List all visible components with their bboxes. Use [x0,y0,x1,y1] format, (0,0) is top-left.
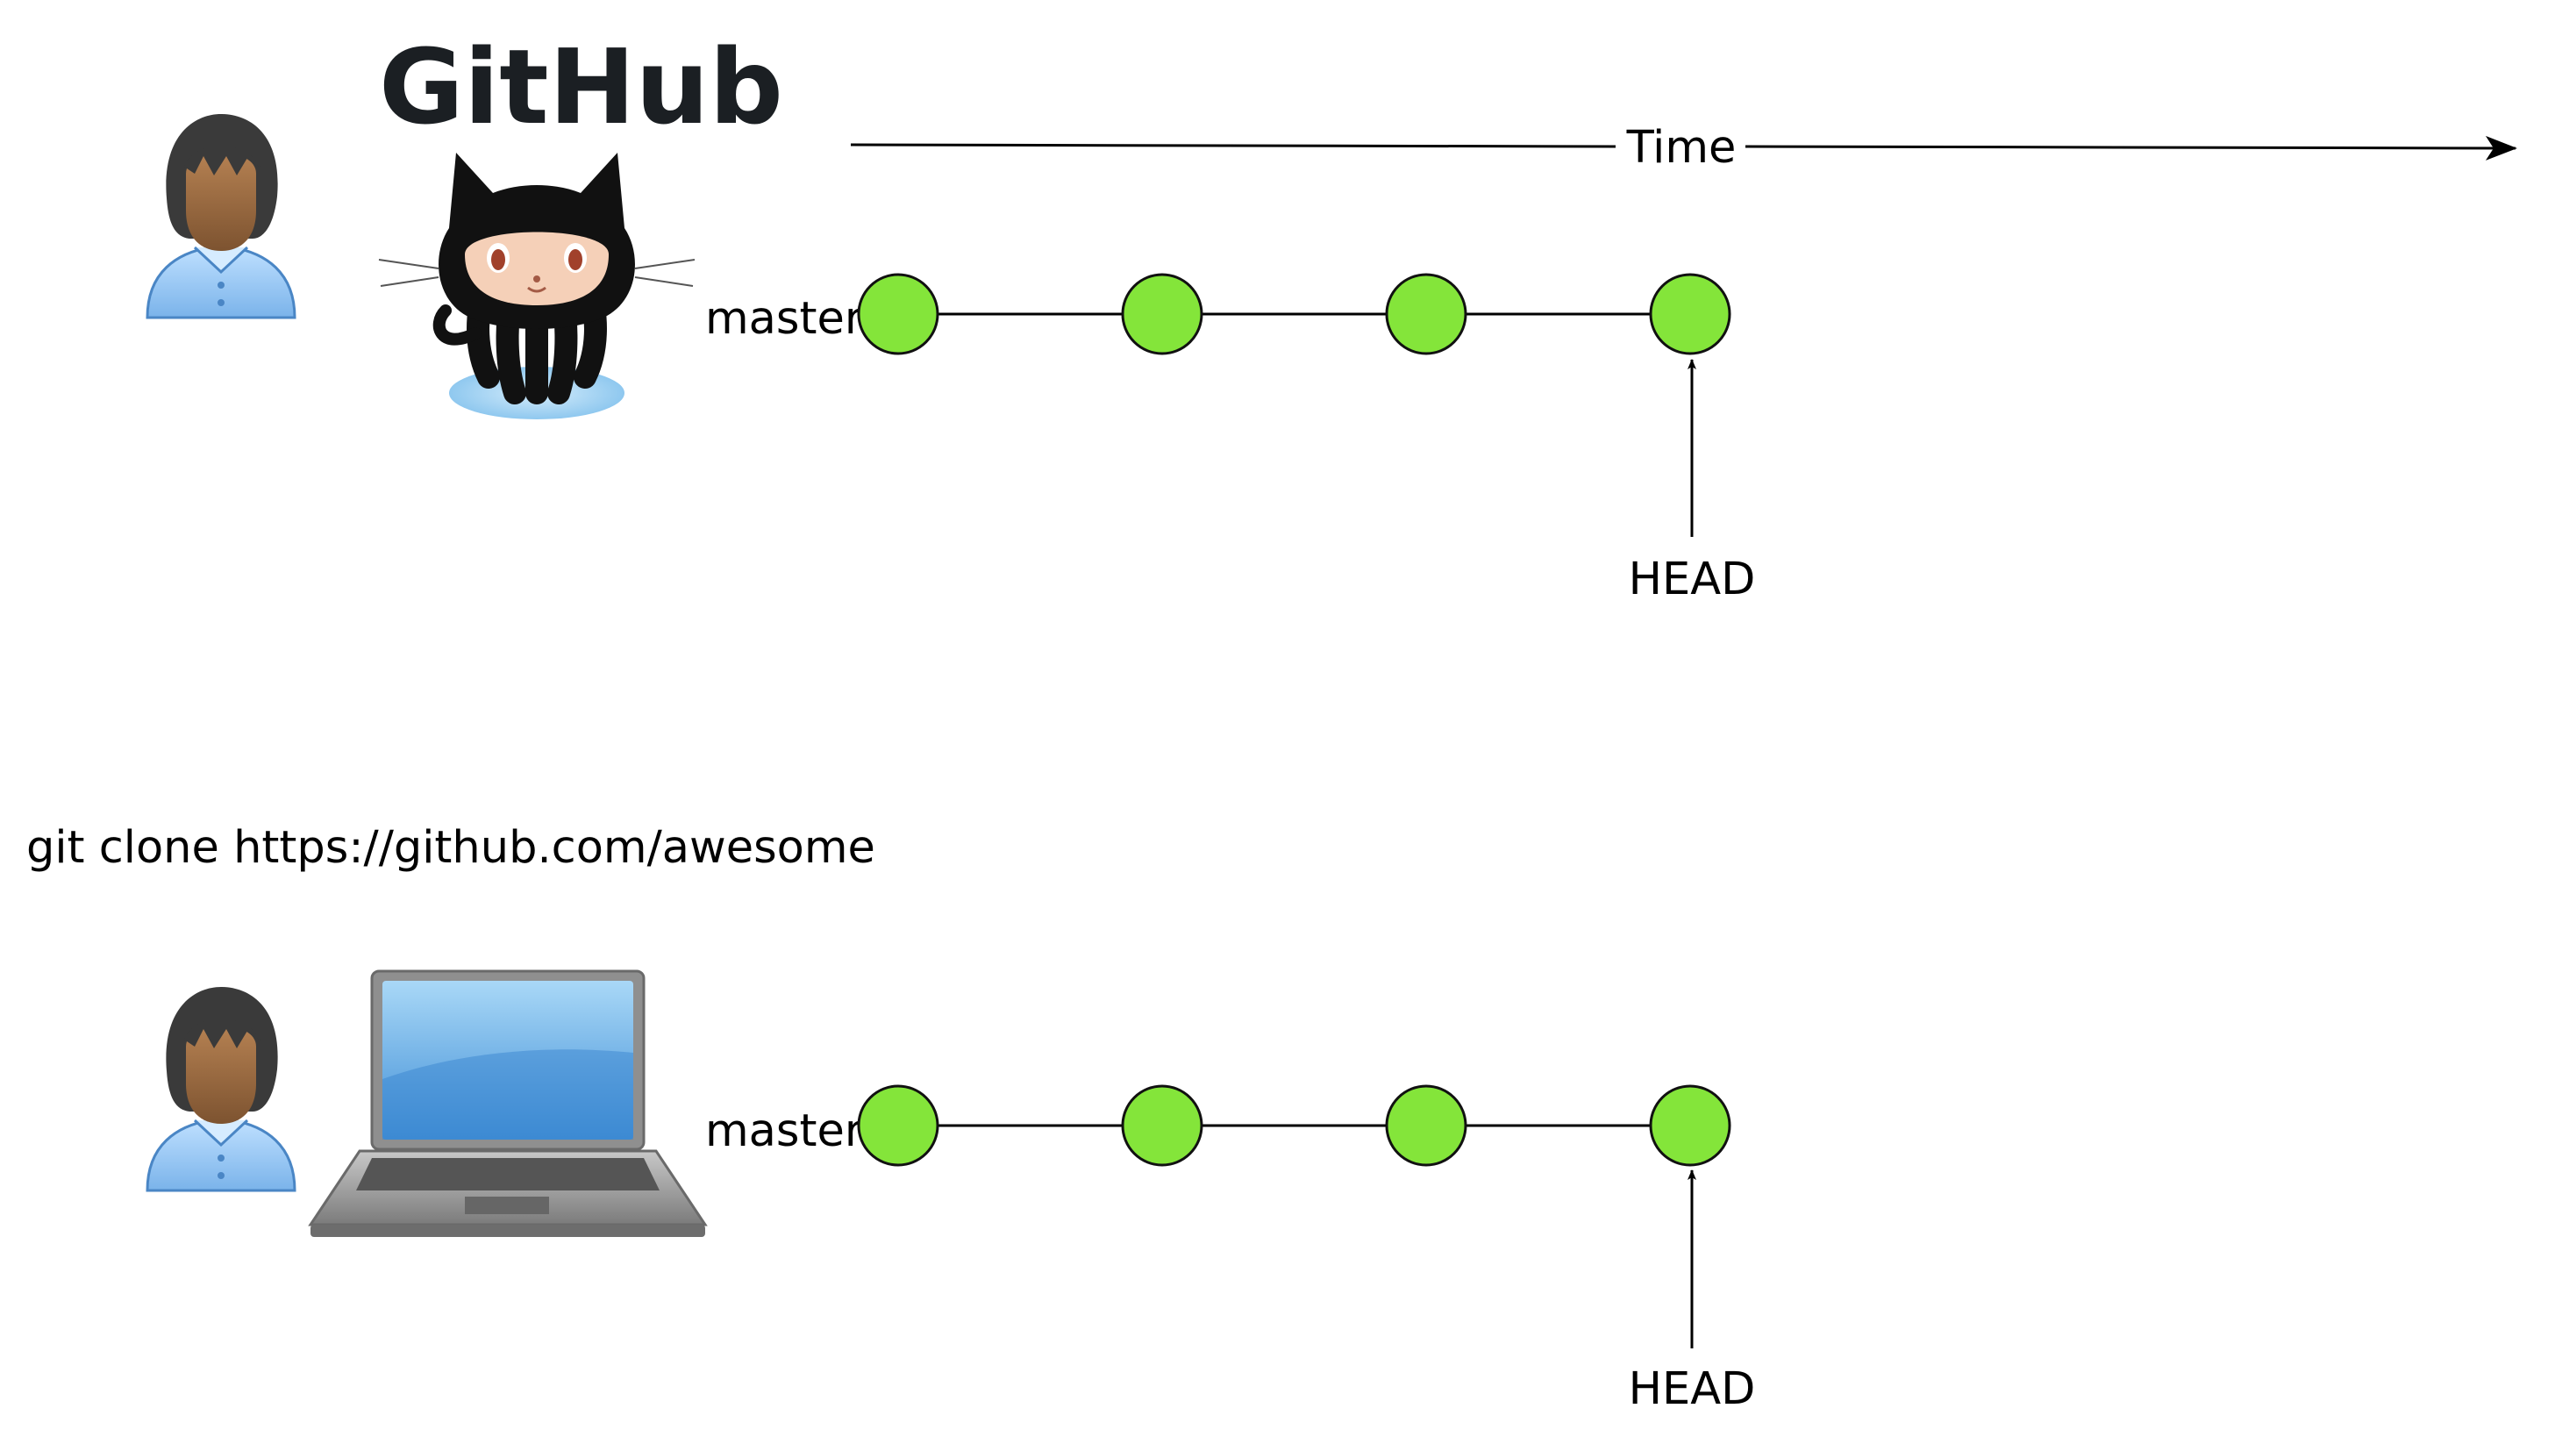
local-head-label: HEAD [1629,1363,1756,1415]
local-commit-node [1385,1084,1467,1167]
remote-commit-node [1649,273,1731,355]
remote-section: GitHub master [146,26,1756,605]
remote-commit-node [1385,273,1467,355]
local-section: master HEAD [146,969,1756,1415]
time-arrow-right [1745,135,2517,161]
local-commit-node [857,1084,939,1167]
time-axis: Time [850,122,2517,174]
person-icon [146,114,296,319]
remote-commit-chain [857,273,1731,355]
github-logo: GitHub [379,26,783,147]
person-icon [146,987,296,1192]
git-clone-command: git clone https://github.com/awesome [26,822,875,874]
remote-head-label: HEAD [1629,554,1756,605]
time-label: Time [1626,122,1737,174]
local-commit-chain [857,1084,1731,1167]
laptop-icon [308,969,708,1237]
octocat-icon [378,153,696,419]
local-commit-node [1649,1084,1731,1167]
local-commit-node [1121,1084,1203,1167]
time-arrow-left [850,143,1616,148]
remote-commit-node [857,273,939,355]
remote-branch-label: master [705,293,863,345]
remote-commit-node [1121,273,1203,355]
local-branch-label: master [705,1105,863,1157]
